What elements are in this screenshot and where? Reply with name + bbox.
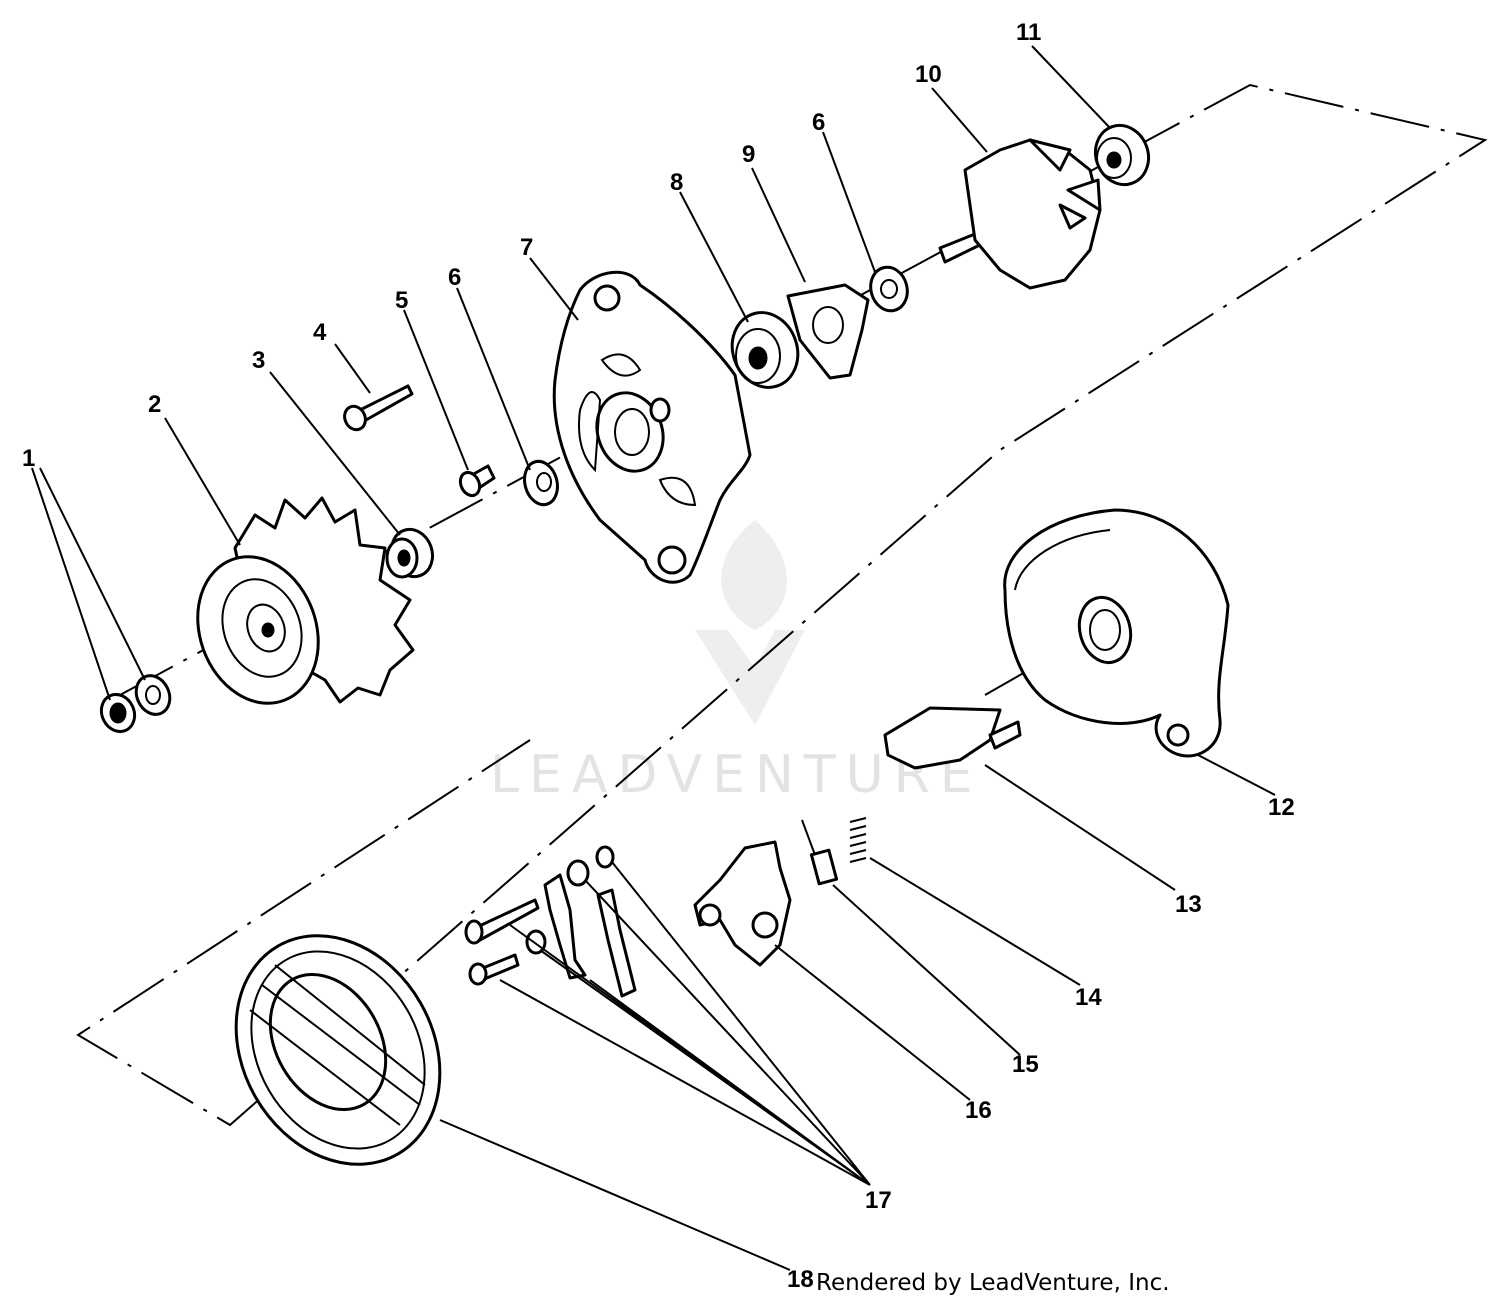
callout-5: 5 <box>395 287 408 314</box>
watermark-v-icon <box>695 630 805 725</box>
part-7-front-housing <box>552 270 752 584</box>
upper-axis-line <box>76 83 1488 1127</box>
callout-17: 17 <box>865 1187 892 1214</box>
part-1-nut-washer <box>99 674 172 733</box>
callout-13: 13 <box>1175 891 1202 918</box>
part-3-spacer <box>385 527 435 579</box>
callout-16: 16 <box>965 1097 992 1124</box>
callout-3: 3 <box>252 347 265 374</box>
part-11-bearing <box>1094 123 1150 187</box>
leadventure-watermark: LEADVENTURE <box>490 520 973 805</box>
part-2-pulley-fan <box>196 496 415 705</box>
part-15-brush <box>801 819 839 886</box>
callout-15: 15 <box>1012 1051 1039 1078</box>
part-17-diode-hardware <box>464 845 637 998</box>
part-8-bearing <box>730 311 800 389</box>
callout-10: 10 <box>915 61 942 88</box>
part-6-washer-front <box>523 459 559 507</box>
part-10-rotor <box>938 138 1102 290</box>
credit-text: Rendered by LeadVenture, Inc. <box>816 1270 1170 1296</box>
part-5-screw <box>458 464 496 498</box>
callout-7: 7 <box>520 234 533 261</box>
callout-4: 4 <box>313 319 327 346</box>
part-18-stator <box>234 934 442 1166</box>
callout-18: 18 <box>787 1266 814 1293</box>
watermark-flame-icon <box>721 520 787 630</box>
callout-14: 14 <box>1075 984 1102 1011</box>
callout-11: 11 <box>1016 19 1041 46</box>
part-12-rear-housing <box>1003 508 1230 758</box>
part-6-washer-rear <box>869 265 909 313</box>
callout-9: 9 <box>742 141 755 168</box>
lower-axis-line <box>984 654 1056 696</box>
callout-6-rear: 6 <box>812 109 825 136</box>
callout-8: 8 <box>670 169 683 196</box>
part-14-spring <box>849 817 867 863</box>
part-16-brush-holder <box>693 840 792 967</box>
callout-6-front: 6 <box>448 264 461 291</box>
part-13-regulator <box>883 706 1022 770</box>
leader-lines <box>31 45 1276 1271</box>
part-4-bolt <box>343 384 414 432</box>
callout-12: 12 <box>1268 794 1295 821</box>
callout-numbers: 1 2 3 4 5 6 7 8 9 6 10 11 12 13 14 15 16… <box>22 19 1295 1293</box>
part-9-retainer-plate <box>786 283 870 380</box>
callout-2: 2 <box>148 391 161 418</box>
assembly-axis-lines <box>76 83 1488 1127</box>
callout-1: 1 <box>22 445 35 472</box>
